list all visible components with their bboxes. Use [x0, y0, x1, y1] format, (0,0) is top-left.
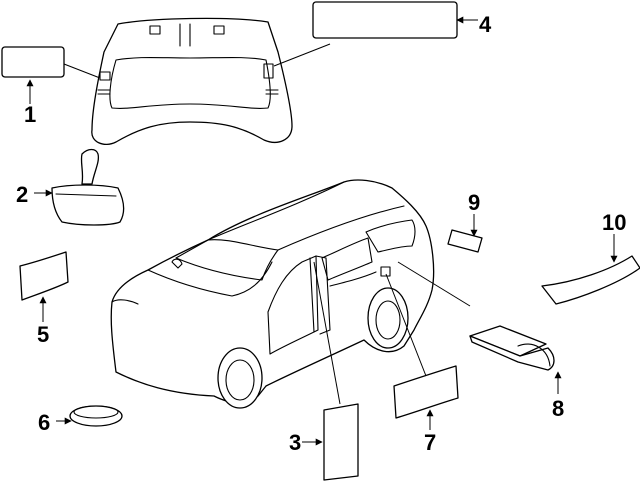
- label-part-5[interactable]: [19, 251, 69, 322]
- callout-3: 3: [289, 430, 301, 455]
- label-part-3[interactable]: [302, 261, 359, 481]
- label-part-1[interactable]: [1, 46, 101, 104]
- callout-5: 5: [37, 322, 49, 347]
- label-part-10[interactable]: [541, 234, 640, 305]
- label-part-9[interactable]: [447, 214, 483, 253]
- emblem-part-6[interactable]: [56, 405, 123, 427]
- callout-7: 7: [424, 430, 436, 455]
- callout-8: 8: [552, 396, 564, 421]
- callout-10: 10: [602, 210, 626, 235]
- vehicle-suv: [110, 179, 435, 409]
- label-part-8[interactable]: [397, 261, 562, 394]
- callout-1: 1: [24, 102, 36, 127]
- label-part-7[interactable]: [385, 273, 459, 430]
- label-part-2[interactable]: [34, 148, 125, 226]
- callout-4: 4: [479, 12, 492, 37]
- hood-panel: [91, 17, 293, 145]
- callout-6: 6: [38, 410, 50, 435]
- callout-9: 9: [468, 190, 480, 215]
- label-part-4[interactable]: [273, 1, 478, 67]
- callout-2: 2: [16, 182, 28, 207]
